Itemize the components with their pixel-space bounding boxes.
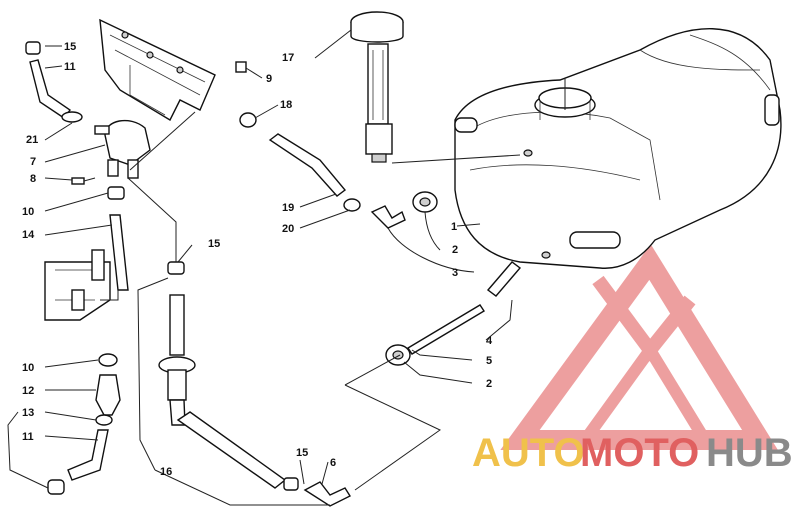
callout-15: 15 [296,447,308,459]
cap-end [47,479,65,495]
callout-15: 15 [208,238,220,250]
clamp-20 [343,198,361,212]
lower-bracket [44,249,111,321]
screw-8 [71,177,96,185]
clamp-21 [61,111,83,123]
callout-15: 15 [64,41,76,53]
watermark-logo-text: AUTO MOTO HUB [472,431,793,475]
clamp-10-top [107,186,125,200]
callout-10: 10 [22,206,34,218]
callout-14: 14 [22,229,35,241]
callout-9: 9 [266,73,272,85]
hose-14 [109,214,129,291]
callout-2: 2 [486,378,492,390]
grommet-2-bottom [385,344,411,366]
watermark-moto: MOTO [580,431,699,475]
callout-5: 5 [486,355,492,367]
cap-15-top [25,41,41,55]
callout-12: 12 [22,385,34,397]
callout-4: 4 [486,335,493,347]
callout-21: 21 [26,134,38,146]
watermark-auto: AUTO [472,431,585,475]
clamp-15-bottom [283,477,299,491]
fuel-filter-inline [158,294,196,426]
clamp-15-mid [167,261,185,275]
hose-11-top [29,59,71,119]
hose-16 [176,411,287,489]
valve-7 [94,119,151,179]
callout-2: 2 [452,244,458,256]
callout-19: 19 [282,202,294,214]
watermark-logo-emblem [500,244,778,450]
callout-3: 3 [452,267,458,279]
clamp-18 [239,112,257,128]
leader-lines [7,29,566,506]
hose-11-bottom [67,429,109,481]
callout-17: 17 [282,52,294,64]
fuel-sender-assembly [350,11,404,163]
callout-16: 16 [160,466,172,478]
filter-12 [95,374,121,416]
elbow-3 [370,205,406,229]
callout-8: 8 [30,173,36,185]
tube-5 [407,304,485,355]
fitting-4 [486,261,522,297]
mounting-bracket [99,18,216,121]
grommet-2-top [412,191,438,213]
watermark-hub: HUB [706,431,793,475]
callout-labels: 15 11 21 7 8 10 14 10 12 13 11 16 15 15 … [22,41,493,478]
callout-10: 10 [22,362,34,374]
callout-6: 6 [330,457,336,469]
hose-19 [268,133,347,197]
clamp-10-bottom [98,353,118,367]
callout-13: 13 [22,407,34,419]
elbow-6 [303,481,352,507]
clamp-13 [95,414,113,426]
callout-11: 11 [22,431,34,443]
callout-7: 7 [30,156,36,168]
callout-1: 1 [451,221,457,233]
callout-11: 11 [64,61,76,73]
callout-18: 18 [280,99,292,111]
nut-9 [235,61,247,73]
fuel-tank [454,28,782,269]
callout-20: 20 [282,223,294,235]
